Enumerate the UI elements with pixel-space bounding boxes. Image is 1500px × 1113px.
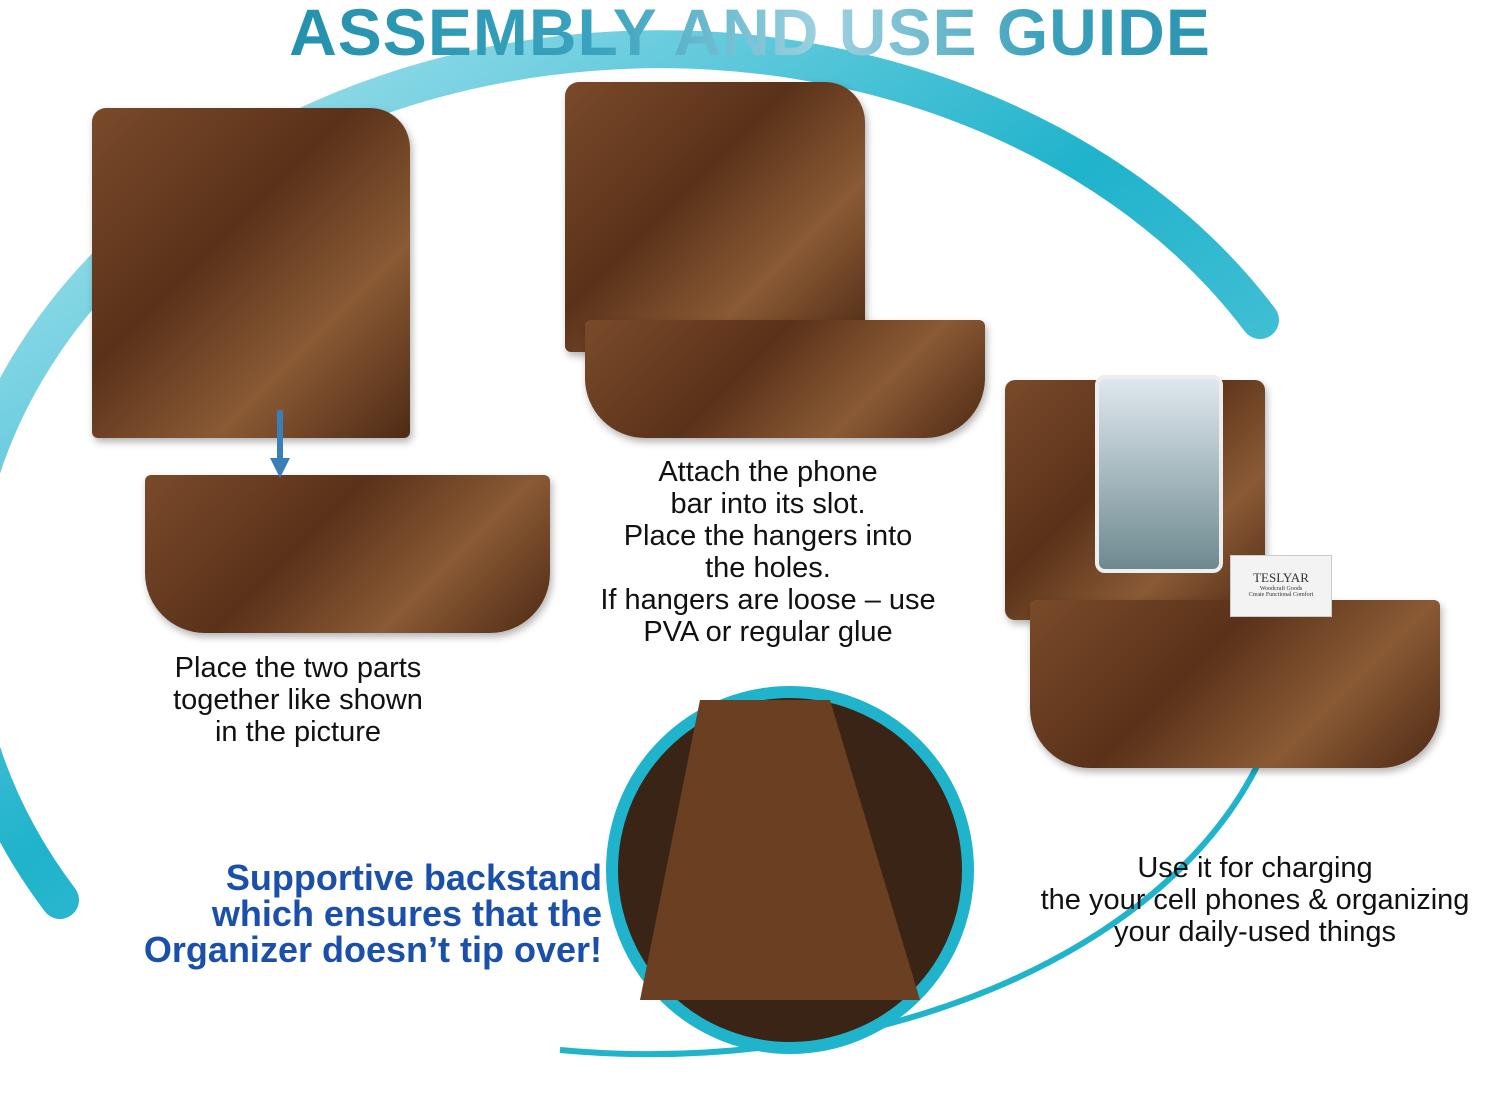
base-tray-photo bbox=[145, 475, 550, 633]
step-2-caption: Attach the phone bar into its slot. Plac… bbox=[600, 456, 936, 648]
assembled-panel-photo bbox=[565, 82, 865, 352]
brand-card: TESLYAR Woodcraft Goods Create Functiona… bbox=[1230, 555, 1332, 617]
page-title: ASSEMBLY AND USE GUIDE bbox=[0, 0, 1500, 70]
step-1-caption: Place the two parts together like shown … bbox=[173, 652, 423, 748]
phone-photo bbox=[1095, 375, 1223, 573]
organizer-tray-photo bbox=[1030, 600, 1440, 768]
assembled-base-photo bbox=[585, 320, 985, 438]
brand-line-1: Woodcraft Goods bbox=[1259, 586, 1303, 592]
back-panel-photo bbox=[92, 108, 410, 438]
backstand-note: Supportive backstand which ensures that … bbox=[143, 857, 602, 970]
brand-line-2: Create Functional Comfort bbox=[1248, 592, 1314, 598]
step-3-caption: Use it for charging the your cell phones… bbox=[1040, 852, 1470, 948]
brand-name: TESLYAR bbox=[1253, 570, 1309, 585]
